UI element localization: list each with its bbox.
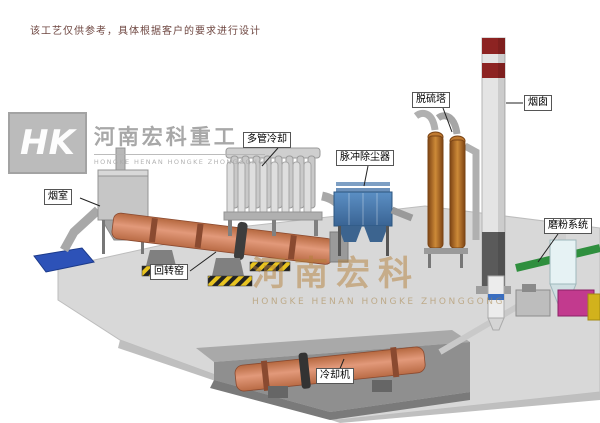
label-smoke-chamber: 烟室 xyxy=(44,189,72,205)
label-cooling-machine: 冷却机 xyxy=(316,368,354,384)
pulse-dust-collector-shape xyxy=(333,182,414,256)
disclaimer-note: 该工艺仅供参考，具体根据客户的要求进行设计 xyxy=(30,26,261,37)
desulfurization-tower-shape xyxy=(413,109,480,268)
logo-tagline: HONGKE HENAN HONGKE ZHONGGONG xyxy=(93,153,265,166)
company-logo: HK 河南宏科重工 HONGKE HENAN HONGKE ZHONGGONG xyxy=(8,112,265,174)
label-chimney: 烟囱 xyxy=(524,95,552,111)
logo-company-name: 河南宏科重工 xyxy=(93,124,238,149)
logo-monogram: HK xyxy=(8,112,87,174)
grinding-system-shape xyxy=(438,228,600,355)
label-rotary-kiln: 回转窑 xyxy=(150,264,188,280)
label-leader-lines xyxy=(79,102,559,372)
label-grinding-system: 磨粉系统 xyxy=(544,218,592,234)
logo-text-block: 河南宏科重工 HONGKE HENAN HONGKE ZHONGGONG xyxy=(93,121,265,166)
label-multi-tube-cooler: 多管冷却 xyxy=(243,132,291,148)
label-pulse-dust-collector: 脉冲除尘器 xyxy=(336,150,394,166)
label-desulfurization-tower: 脱硫塔 xyxy=(412,92,450,108)
